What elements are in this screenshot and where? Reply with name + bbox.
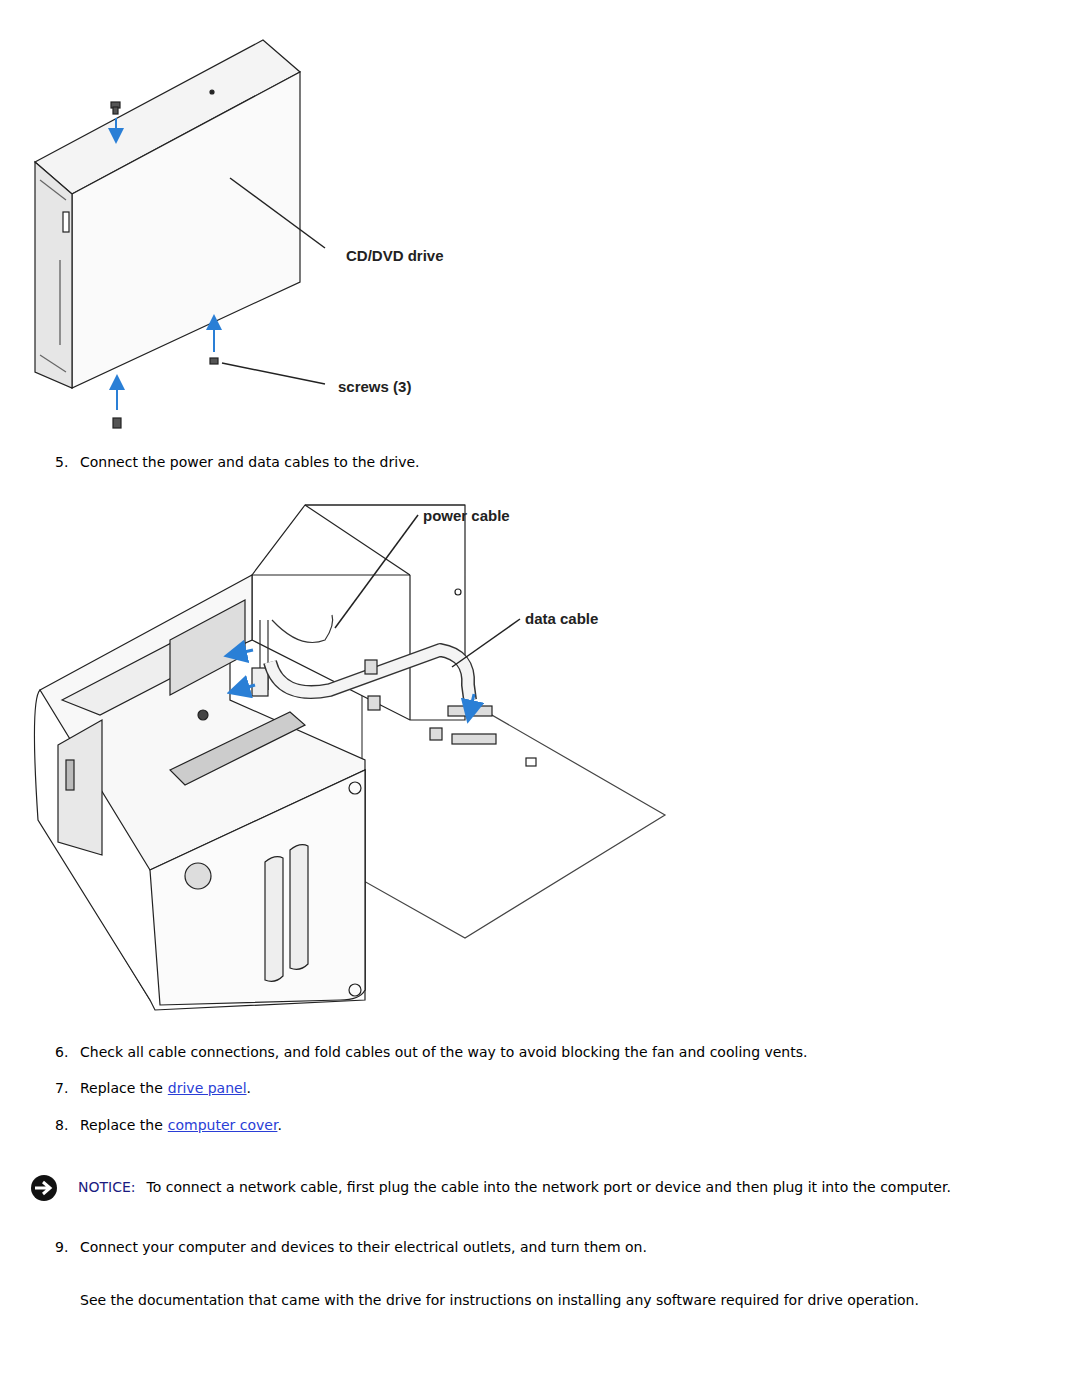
- illustration-path: [265, 857, 283, 982]
- illustration-circle: [349, 984, 361, 996]
- illustration-line: [305, 505, 410, 575]
- illustration-rect: [365, 660, 377, 674]
- illustration-circle: [198, 710, 208, 720]
- drive-illustration: [35, 40, 325, 428]
- illustration-polygon: [58, 720, 102, 855]
- illustration-path: [270, 650, 470, 700]
- body-text: 5.: [55, 452, 68, 472]
- arrow: [470, 694, 474, 712]
- illustration-path: [270, 650, 470, 700]
- illustration-line: [230, 178, 325, 248]
- illustration-line: [59, 260, 60, 345]
- body-text: To connect a network cable, first plug t…: [147, 1179, 951, 1195]
- illustration-line: [116, 382, 118, 410]
- illustration-rect: [113, 107, 118, 114]
- body-text: .: [277, 1117, 281, 1133]
- illustration-polygon: [35, 162, 72, 388]
- text-line: 8.Replace the computer cover.: [55, 1115, 1035, 1135]
- body-text: 7.: [55, 1078, 80, 1098]
- illustration-polygon: [72, 72, 300, 388]
- illustration-line: [115, 118, 117, 136]
- illustration-path: [150, 770, 365, 1005]
- illustration-line: [40, 180, 66, 200]
- part-label: data cable: [525, 609, 598, 629]
- illustration-rect: [210, 358, 218, 364]
- illustration-circle: [349, 782, 361, 794]
- body-text: Connect the power and data cables to the…: [80, 452, 419, 472]
- illustration-path: [290, 845, 308, 970]
- illustration-rect: [252, 668, 268, 696]
- illustration-circle: [185, 863, 211, 889]
- computer-illustration: [34, 505, 665, 1010]
- part-label: CD/DVD drive: [346, 246, 444, 266]
- body-text: Check all cable connections, and fold ca…: [80, 1042, 1070, 1062]
- body-text: 8.: [55, 1115, 80, 1135]
- illustration-rect: [526, 758, 536, 766]
- illustration-circle: [455, 589, 461, 595]
- body-text: Connect your computer and devices to the…: [80, 1237, 647, 1257]
- illustration-rect: [430, 728, 442, 740]
- illustration-line: [335, 515, 418, 628]
- body-text: 9.: [55, 1237, 68, 1257]
- illustration-line: [409, 575, 410, 720]
- illustration-line: [213, 322, 215, 352]
- body-text: Replace the: [80, 1117, 163, 1133]
- text-line: NOTICE: To connect a network cable, first…: [78, 1177, 1038, 1197]
- part-label: screws (3): [338, 377, 411, 397]
- illustration-rect: [66, 760, 74, 790]
- illustration-line: [452, 619, 520, 667]
- body-text: 6.: [55, 1042, 68, 1062]
- illustration-path: [35, 1182, 50, 1194]
- body-text: NOTICE:: [78, 1179, 136, 1195]
- illustration-path: [170, 712, 305, 785]
- illustration-rect: [368, 696, 380, 710]
- illustration-line: [252, 574, 410, 575]
- illustration-line: [305, 504, 465, 505]
- text-line: 7.Replace the drive panel.: [55, 1078, 1035, 1098]
- illustration-rect: [113, 418, 121, 428]
- link-text: computer cover: [168, 1117, 278, 1133]
- illustration-line: [40, 355, 66, 372]
- arrow: [235, 650, 253, 654]
- body-text: Replace the: [80, 1080, 163, 1096]
- illustration-rect: [452, 734, 496, 744]
- body-text: See the documentation that came with the…: [80, 1290, 1074, 1310]
- illustration-line: [222, 363, 325, 384]
- illustration-rect: [63, 212, 69, 232]
- part-label: power cable: [423, 506, 510, 526]
- illustration-circle: [31, 1175, 57, 1201]
- illustration-circle: [210, 90, 214, 94]
- link-text: drive panel: [168, 1080, 247, 1096]
- arrow: [238, 685, 255, 690]
- notice-icon: [31, 1175, 57, 1201]
- illustration-path: [34, 690, 365, 1010]
- illustration-polygon: [170, 600, 245, 695]
- illustration-g: [111, 102, 218, 428]
- body-text: .: [247, 1080, 251, 1096]
